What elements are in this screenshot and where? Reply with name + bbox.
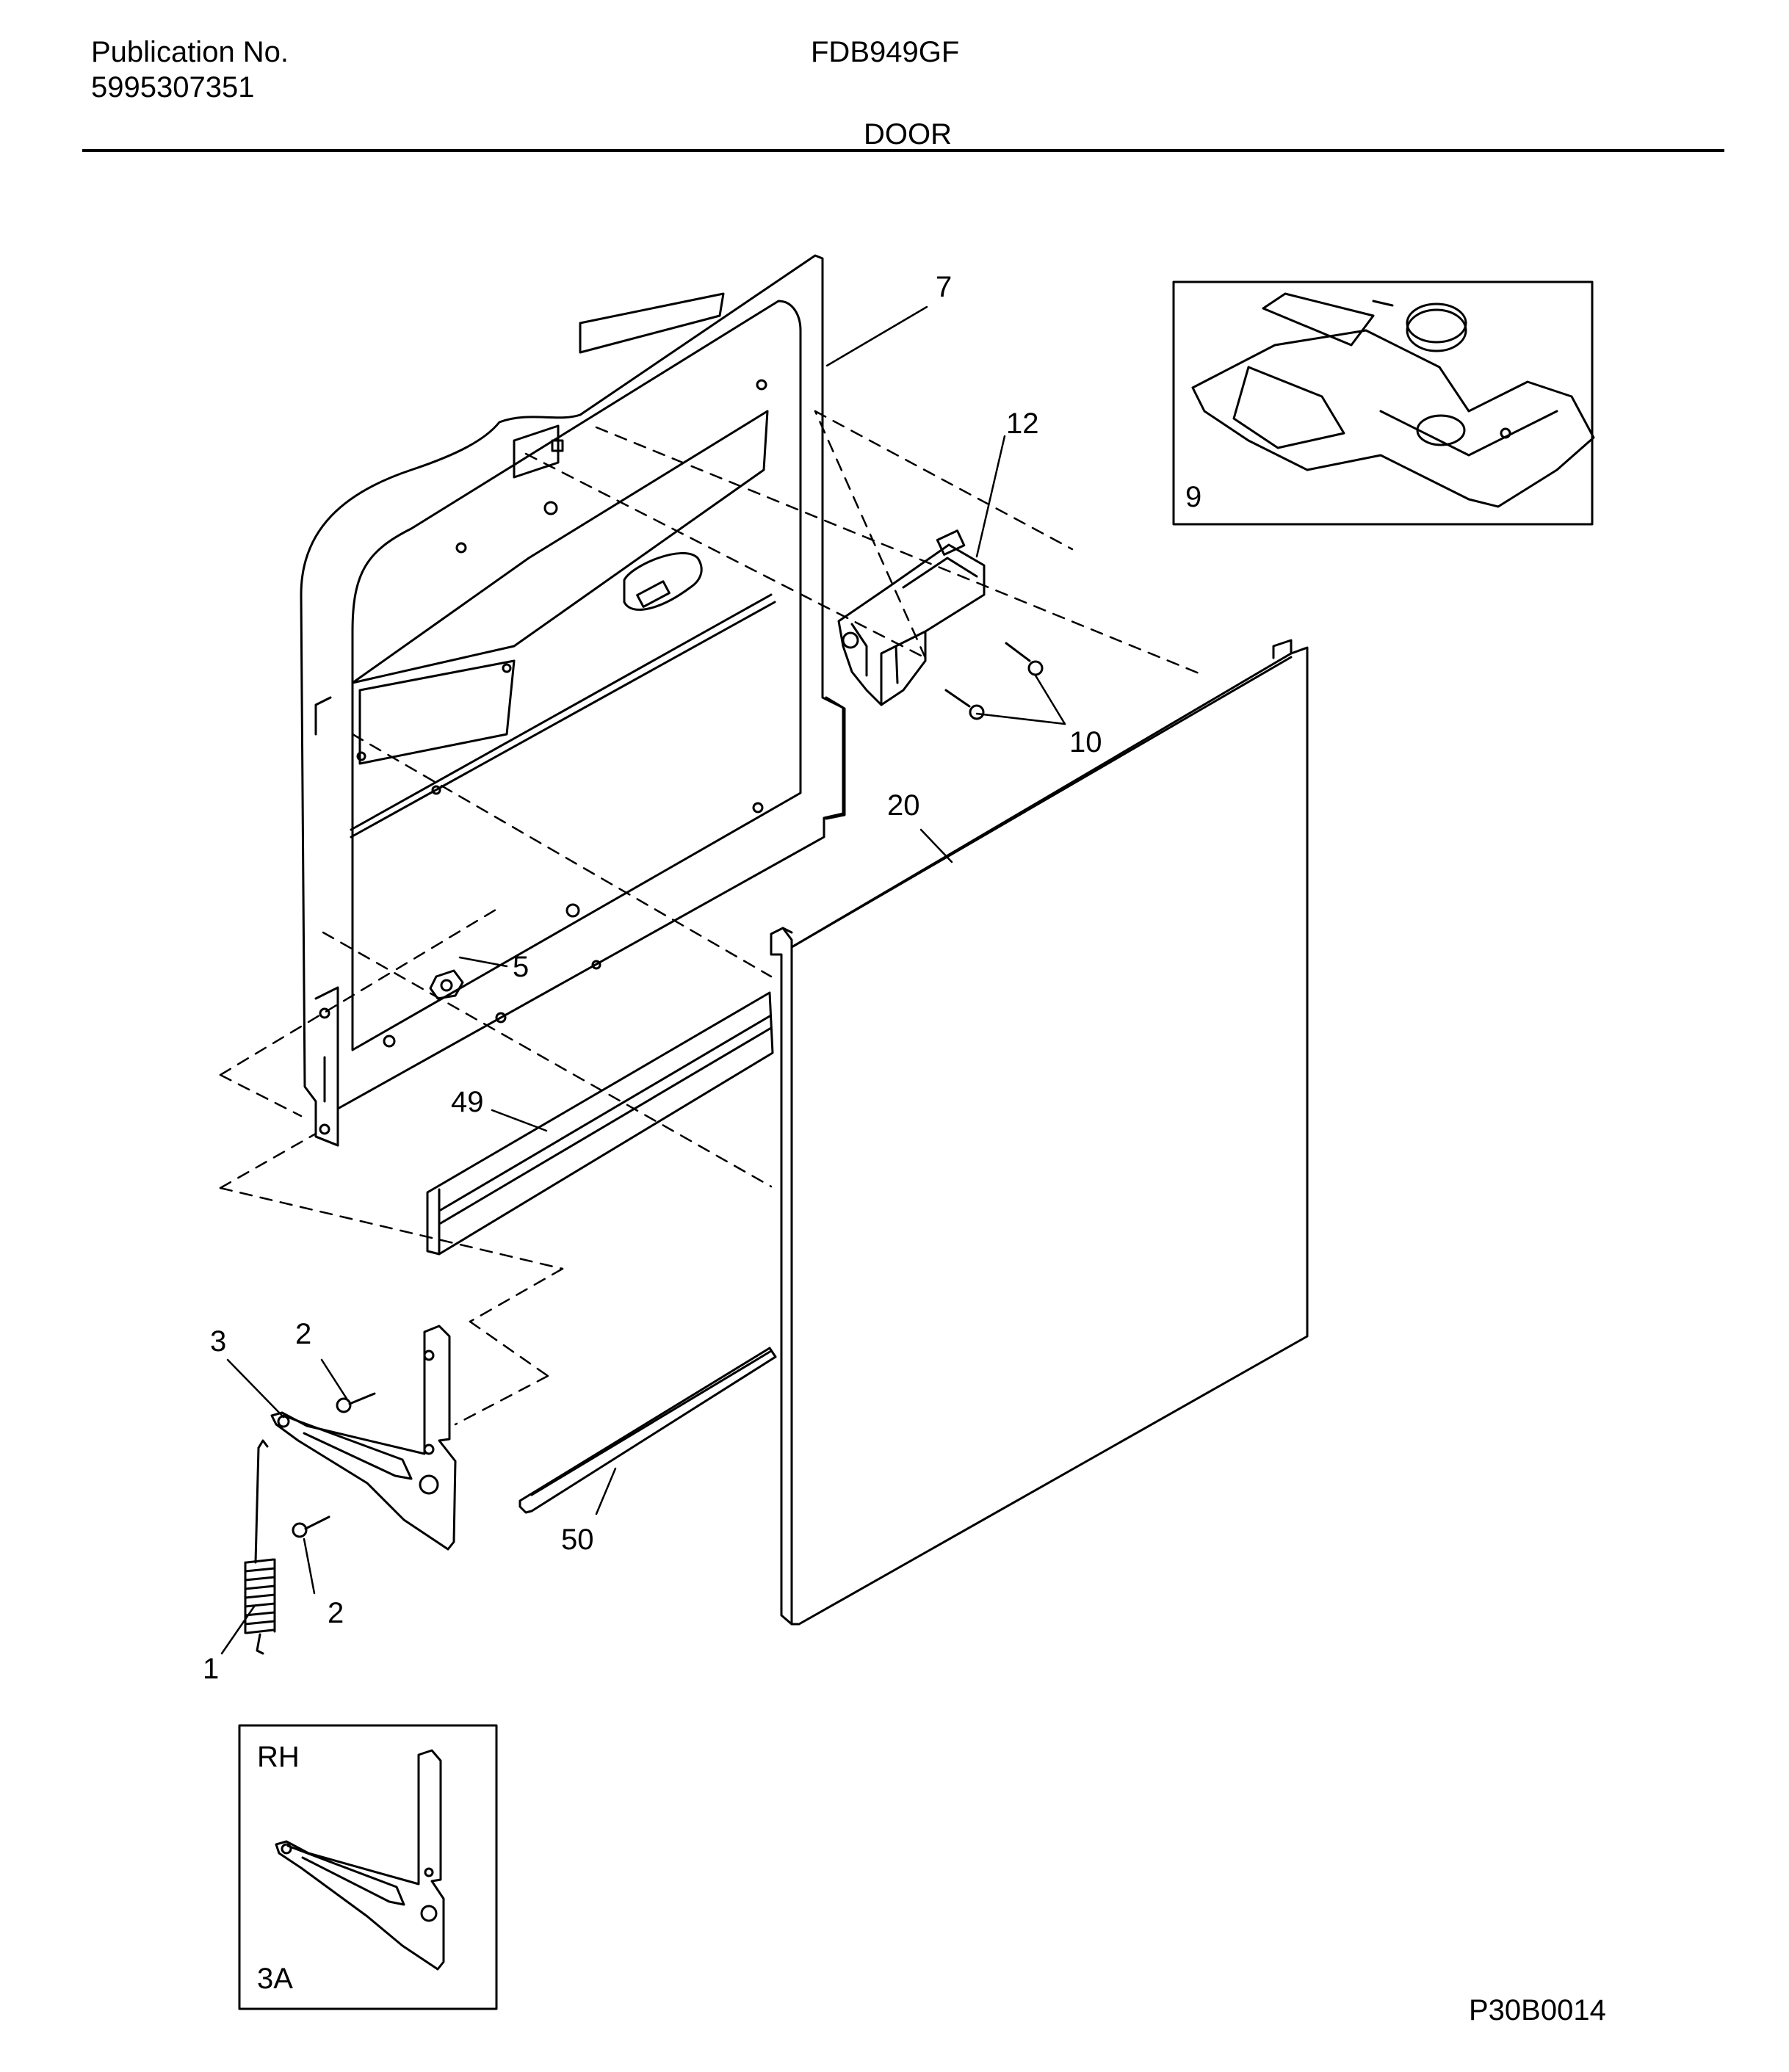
- inset-side-label: RH: [257, 1741, 300, 1773]
- assembly-guide-lines: [219, 410, 1206, 1426]
- bottom-seal: [518, 1347, 777, 1514]
- callout-20: 20: [887, 789, 920, 822]
- publication-label: Publication No.: [91, 36, 289, 68]
- callout-3: 3: [210, 1325, 226, 1358]
- door-latch: [837, 529, 986, 706]
- outer-door-panel: [770, 639, 1309, 1626]
- callout-10: 10: [1069, 726, 1102, 758]
- callout-9: 9: [1185, 481, 1201, 513]
- publication-number: 5995307351: [91, 71, 255, 104]
- section-title: DOOR: [864, 118, 952, 151]
- callout-1: 1: [203, 1653, 219, 1685]
- callout-5: 5: [513, 951, 529, 983]
- leader-lines: [220, 305, 1066, 1655]
- inset-rh-hinge: [238, 1724, 498, 2010]
- inset-part-label: 3A: [257, 1963, 293, 1995]
- hinge-screws: [292, 1392, 376, 1538]
- callout-2-upper: 2: [295, 1318, 311, 1350]
- latch-screws: [944, 642, 1044, 720]
- drawing-number: P30B0014: [1469, 1994, 1606, 2026]
- hinge-arm: [270, 1325, 457, 1551]
- lower-trim-strip: [426, 991, 774, 1256]
- callout-50: 50: [561, 1524, 594, 1556]
- inset-dispenser: [1172, 280, 1595, 526]
- nut: [429, 969, 464, 1000]
- model-number: FDB949GF: [811, 36, 960, 68]
- callout-7: 7: [936, 271, 952, 303]
- inner-door-panel: [300, 254, 846, 1147]
- callout-12: 12: [1006, 407, 1039, 440]
- callout-2-lower: 2: [328, 1597, 344, 1629]
- callout-49: 49: [451, 1086, 484, 1118]
- header-rule: [82, 149, 1724, 152]
- door-spring: [244, 1439, 276, 1655]
